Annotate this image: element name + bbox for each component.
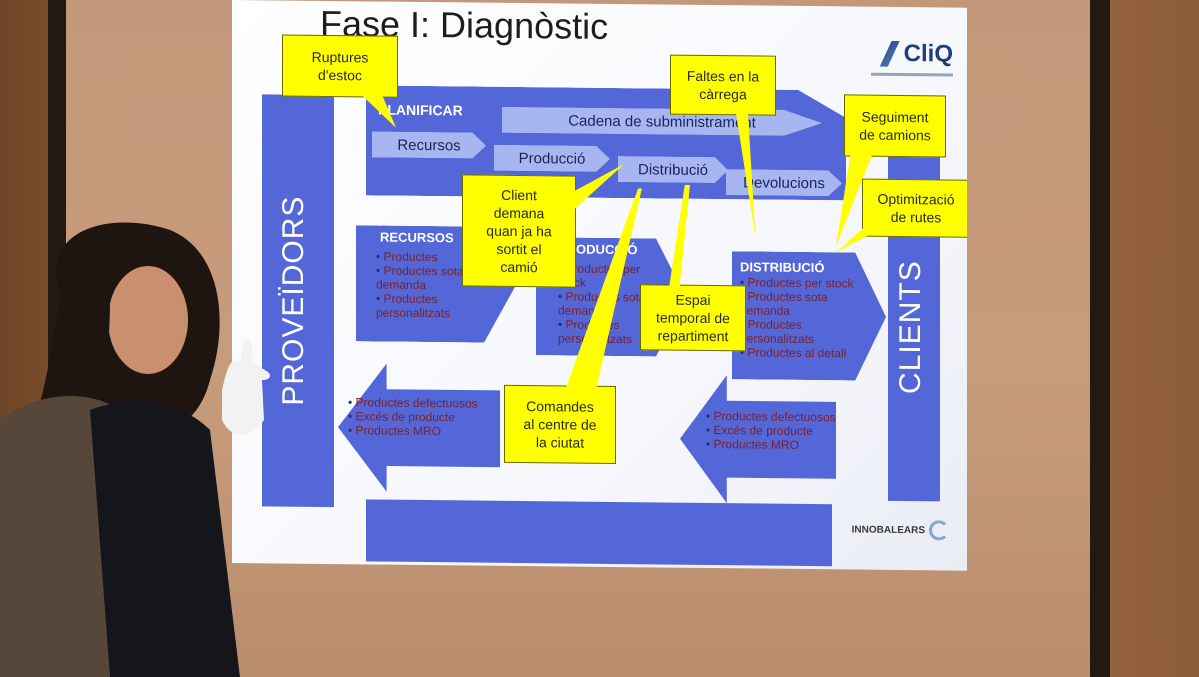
- innobalears-logo: INNOBALEARS: [851, 519, 949, 541]
- devolucions-arrow: Devolucions: [726, 169, 842, 196]
- presenter-glove: [222, 339, 270, 435]
- return-right-list: Productes defectuosos Excés de producte …: [706, 409, 836, 452]
- cliq-logo: CliQ: [880, 37, 953, 72]
- innobalears-logo-icon: [929, 520, 949, 541]
- list-item: Productes personalitzats: [740, 317, 870, 346]
- list-item: Productes per stock: [740, 275, 870, 290]
- clients-label: CLIENTS: [894, 260, 927, 395]
- distribucio-heading: DISTRIBUCIÓ: [740, 259, 825, 276]
- list-item: Productes al detall: [740, 345, 870, 360]
- presenter-face: [108, 266, 188, 374]
- recursos-arrow: Recursos: [372, 131, 486, 158]
- callout-faltes: Faltes en la càrrega: [670, 54, 776, 116]
- list-item: Excés de producte: [348, 409, 498, 425]
- list-item: Productes sota demanda: [740, 289, 870, 318]
- callout-optimitzacio: Optimització de rutes: [862, 178, 967, 238]
- list-item: Productes sota demanda: [376, 264, 472, 293]
- cliq-logo-text: CliQ: [903, 40, 953, 68]
- list-item: Excés de producte: [706, 423, 836, 438]
- return-left-list: Productes defectuosos Excés de producte …: [348, 395, 498, 439]
- list-item: Productes MRO: [348, 423, 498, 439]
- bottom-return-bar: [366, 499, 832, 567]
- list-item: Productes defectuosos: [706, 409, 836, 424]
- callout-espai: Espai temporal de repartiment: [640, 284, 746, 352]
- callout-seguiment: Seguiment de camions: [844, 94, 946, 158]
- callout-comandes: Comandes al centre de la ciutat: [504, 384, 616, 465]
- produccio-arrow: Producció: [494, 145, 610, 172]
- cliq-logo-icon: [880, 41, 900, 67]
- innobalears-logo-text: INNOBALEARS: [851, 523, 925, 536]
- distribucio-list: Productes per stock Productes sota deman…: [740, 275, 870, 360]
- projected-slide: Fase I: Diagnòstic CliQ PROVEÏDORS CLIEN…: [232, 0, 967, 571]
- distribucio-arrow: Distribució: [618, 156, 728, 183]
- callout-client: Client demana quan ja ha sortit el camió: [462, 174, 576, 288]
- cliq-logo-underline: [871, 72, 953, 77]
- list-item: Productes: [376, 250, 472, 265]
- recursos-list: Productes Productes sota demanda Product…: [376, 250, 472, 321]
- presenter: [0, 222, 270, 677]
- presenter-top: [90, 401, 240, 677]
- list-item: Productes defectuosos: [348, 395, 498, 411]
- recursos-heading: RECURSOS: [380, 229, 454, 246]
- list-item: Productes MRO: [706, 437, 836, 452]
- list-item: Productes personalitzats: [376, 292, 472, 321]
